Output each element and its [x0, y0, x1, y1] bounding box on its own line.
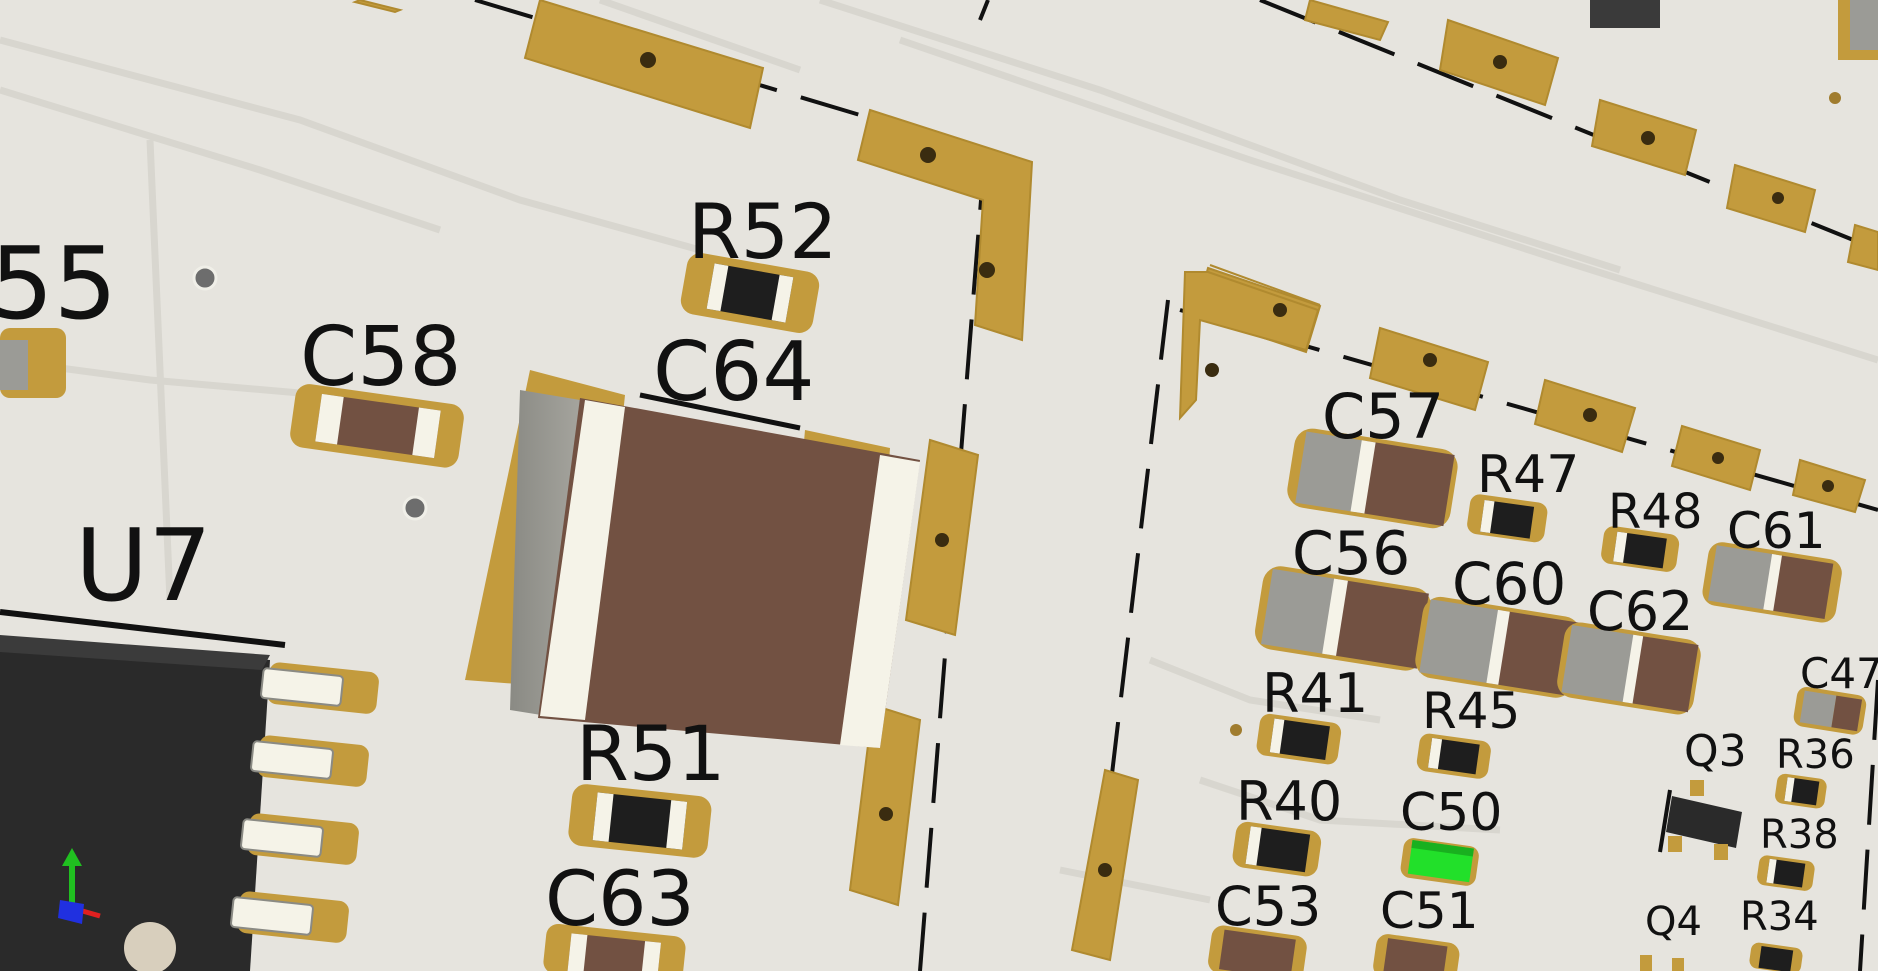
c64-silk-line [639, 392, 801, 431]
designator-r41: R41 [1262, 662, 1368, 725]
c64-component[interactable] [465, 370, 920, 748]
r38-component[interactable] [1756, 854, 1816, 892]
r41-component[interactable] [1255, 713, 1342, 766]
c57-component[interactable] [1285, 426, 1460, 531]
r36-component[interactable] [1774, 773, 1828, 810]
designator-c64: C64 [653, 325, 815, 420]
q3-component[interactable] [1658, 780, 1742, 860]
r34-component[interactable] [1748, 942, 1803, 971]
designator-c60: C60 [1452, 550, 1566, 618]
designator-r40: R40 [1236, 770, 1342, 833]
c53-component[interactable] [1207, 924, 1309, 971]
r45-component[interactable] [1416, 732, 1493, 780]
designator-u7: U7 [75, 507, 212, 624]
designator-c56: C56 [1292, 519, 1410, 589]
designator-r38: R38 [1760, 812, 1839, 858]
designator-c57: C57 [1322, 380, 1444, 453]
designator-c61: C61 [1727, 502, 1826, 560]
pad-holes [640, 52, 1834, 877]
designator-c62: C62 [1587, 580, 1693, 643]
designator-r52: R52 [688, 187, 838, 276]
designator-r48: R48 [1608, 484, 1702, 540]
designator-c58: C58 [300, 310, 462, 405]
r51-component[interactable] [567, 783, 713, 859]
r48-component[interactable] [1600, 525, 1681, 573]
vias [192, 92, 1841, 736]
designator-r45: R45 [1422, 682, 1520, 740]
designator-r51: R51 [576, 709, 726, 798]
q4-component[interactable] [1640, 955, 1684, 971]
r40-component[interactable] [1231, 820, 1323, 878]
c60-component[interactable] [1413, 594, 1584, 700]
c55-component[interactable] [0, 328, 66, 398]
c62-component[interactable] [1555, 620, 1703, 717]
r47-component[interactable] [1466, 493, 1549, 543]
designator-c53: C53 [1215, 875, 1321, 938]
c63-component[interactable] [542, 923, 686, 971]
designator-c47: C47 [1800, 649, 1878, 698]
c50-component[interactable] [1399, 837, 1480, 887]
designator-c55: 55 [0, 225, 117, 342]
designator-r47: R47 [1477, 445, 1579, 505]
c58-component[interactable] [288, 382, 465, 469]
designator-r36: R36 [1776, 732, 1855, 778]
designator-r34: R34 [1740, 894, 1819, 940]
designator-c50: C50 [1400, 783, 1502, 843]
designator-c63: C63 [545, 854, 695, 943]
designator-q4: Q4 [1645, 899, 1702, 945]
c61-component[interactable] [1700, 540, 1843, 624]
traces [0, 0, 1878, 904]
c56-component[interactable] [1252, 564, 1433, 674]
designator-c51: C51 [1380, 882, 1479, 940]
axis-triad-icon [58, 848, 101, 924]
u7-component[interactable] [0, 635, 380, 971]
designator-q3: Q3 [1684, 726, 1747, 777]
partial-top-components [1590, 0, 1878, 60]
u7-silk-line [0, 609, 286, 648]
c47-component[interactable] [1792, 686, 1867, 736]
c51-component[interactable] [1372, 933, 1461, 971]
r52-component[interactable] [679, 251, 822, 335]
